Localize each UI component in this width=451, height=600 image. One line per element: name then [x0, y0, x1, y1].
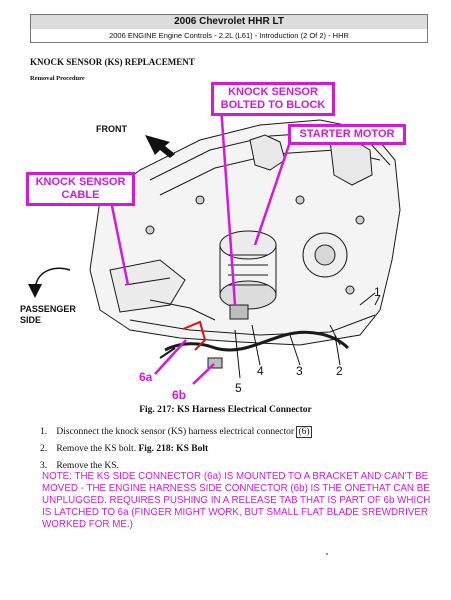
step-number: 1. [40, 427, 48, 437]
step-text: Remove the KS. [56, 461, 119, 471]
component-ref: (6) [296, 426, 312, 438]
callout-starter-motor: STARTER MOTOR [288, 124, 406, 145]
callout-number-3: 3 [296, 364, 303, 378]
section-title: KNOCK SENSOR (KS) REPLACEMENT [30, 57, 195, 67]
step-number: 3. [40, 461, 48, 471]
callout-number-4: 4 [257, 364, 264, 378]
step-text: Disconnect the knock sensor (KS) harness… [56, 427, 295, 437]
document-title: 2006 Chevrolet HHR LT [30, 14, 428, 30]
step-text: Remove the KS bolt. [56, 444, 137, 454]
label-front: FRONT [96, 124, 127, 134]
handwritten-note: NOTE: THE KS SIDE CONNECTOR (6a) IS MOUN… [42, 471, 431, 530]
callout-number-6a: 6a [139, 370, 153, 384]
step-item: 3. Remove the KS. [40, 458, 312, 475]
figure-reference: Fig. 218: KS Bolt [138, 444, 209, 454]
callout-number-1: 1 [374, 285, 381, 299]
step-number: 2. [40, 444, 48, 454]
step-item: 2. Remove the KS bolt. Fig. 218: KS Bolt [40, 441, 312, 458]
callout-knock-sensor-bolted: KNOCK SENSOR BOLTED TO BLOCK [211, 82, 335, 116]
callout-number-2: 2 [336, 364, 343, 378]
callout-knock-sensor-cable: KNOCK SENSOR CABLE [26, 172, 135, 206]
procedure-label: Removal Procedure [30, 75, 85, 82]
breadcrumb: 2006 ENGINE Engine Controls - 2.2L (L61)… [30, 29, 428, 43]
step-item: 1. Disconnect the knock sensor (KS) harn… [40, 424, 312, 441]
callout-number-5: 5 [235, 381, 242, 395]
label-passenger-side: PASSENGER SIDE [20, 304, 76, 325]
figure-caption: Fig. 217: KS Harness Electrical Connecto… [139, 405, 312, 415]
removal-steps: 1. Disconnect the knock sensor (KS) harn… [40, 424, 312, 475]
engine-illustration [28, 105, 401, 385]
callout-number-6b: 6b [172, 388, 187, 402]
page-mark [326, 553, 328, 555]
